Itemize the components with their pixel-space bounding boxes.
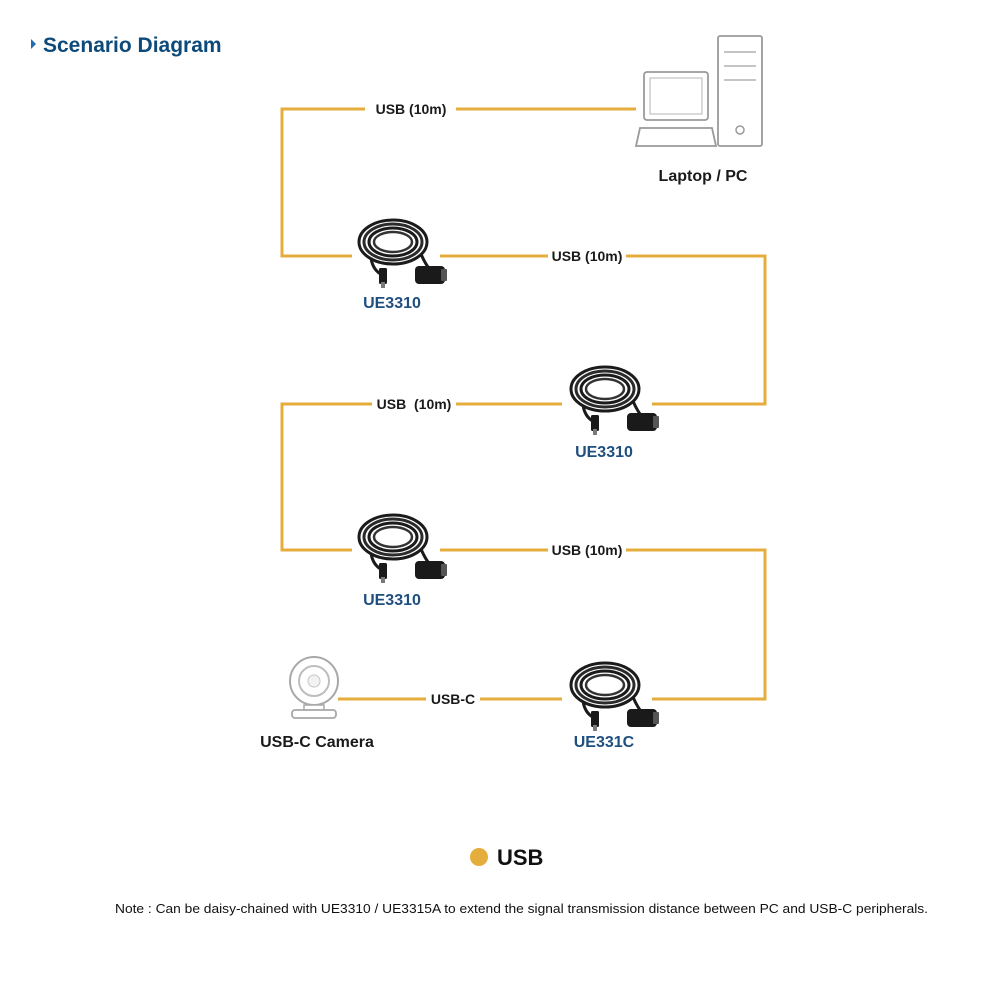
line-ext2-to-ext3-left [280, 402, 372, 552]
usb-extension-cable-icon [357, 513, 449, 585]
label-ext3-to-adapter: USB (10m) [552, 542, 623, 558]
label-ext1-to-ext2: USB (10m) [552, 248, 623, 264]
label-adapter: UE331C [574, 734, 635, 751]
cable-lines [280, 107, 767, 701]
label-extender-3: UE3310 [363, 592, 421, 609]
label-adapter-to-camera: USB-C [431, 691, 475, 707]
legend-usb-dot [470, 848, 488, 866]
line-ext1-to-ext2-right [626, 254, 767, 406]
usb-c-extension-cable-icon [569, 661, 661, 733]
label-usb-c-camera: USB-C Camera [260, 734, 374, 751]
label-extender-1: UE3310 [363, 295, 421, 312]
label-ext2-to-ext3: USB (10m) [377, 396, 452, 412]
label-pc-to-ext1: USB (10m) [376, 101, 447, 117]
label-extender-2: UE3310 [575, 444, 633, 461]
line-pc-to-extender-1 [280, 107, 365, 258]
desktop-pc-icon [634, 35, 763, 147]
legend-usb-label: USB [497, 845, 543, 870]
page-title: Scenario Diagram [43, 34, 222, 57]
usb-extension-cable-icon [357, 218, 449, 290]
line-ext3-to-adapter-right [626, 548, 767, 701]
usb-extension-cable-icon [569, 365, 661, 437]
title-arrow-icon [31, 39, 36, 49]
label-laptop-pc: Laptop / PC [659, 168, 748, 185]
note-text: Note : Can be daisy-chained with UE3310 … [115, 901, 928, 916]
webcam-icon [289, 656, 339, 719]
